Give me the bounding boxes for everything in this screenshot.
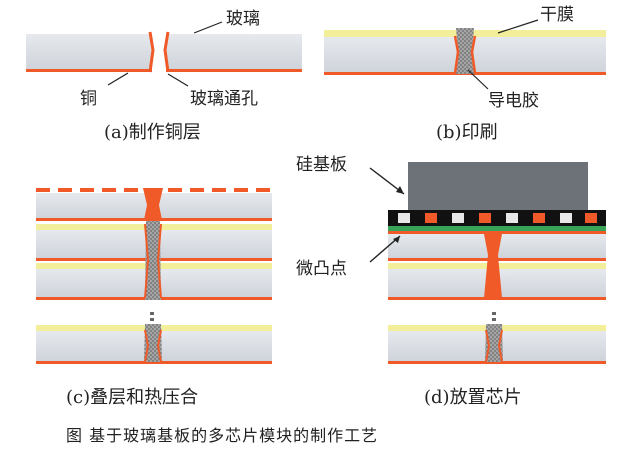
label-via: 玻璃通孔 <box>190 89 258 109</box>
caption-d: (d)放置芯片 <box>424 387 522 408</box>
label-bump: 微凸点 <box>296 259 347 279</box>
panel-a: 玻璃 铜 玻璃通孔 (a)制作铜层 <box>26 9 302 143</box>
via-copper-right <box>163 31 170 73</box>
underfill-green <box>388 226 606 231</box>
label-glass: 玻璃 <box>226 9 260 29</box>
filled-via-top <box>143 188 163 220</box>
panel-d: 硅基板 微凸点 (d)放置芯片 <box>296 155 606 408</box>
panel-c: (c)叠层和热压合 <box>36 188 272 408</box>
figure-caption: 图 基于玻璃基板的多芯片模块的制作工艺 <box>66 426 378 445</box>
caption-b: (b)印刷 <box>436 122 498 143</box>
paste-column <box>145 221 161 300</box>
paste-via <box>456 28 474 74</box>
label-dryfilm: 干膜 <box>540 5 574 25</box>
label-paste: 导电胶 <box>488 91 539 111</box>
bump-row <box>398 213 597 223</box>
panel-b: 干膜 导电胶 (b)印刷 <box>324 5 606 143</box>
silicon-substrate <box>408 162 588 210</box>
label-copper: 铜 <box>80 89 97 109</box>
caption-c: (c)叠层和热压合 <box>66 387 198 408</box>
via-copper-left <box>148 31 155 73</box>
label-silicon: 硅基板 <box>296 155 347 175</box>
caption-a: (a)制作铜层 <box>104 122 201 143</box>
bump-layer <box>388 210 606 226</box>
